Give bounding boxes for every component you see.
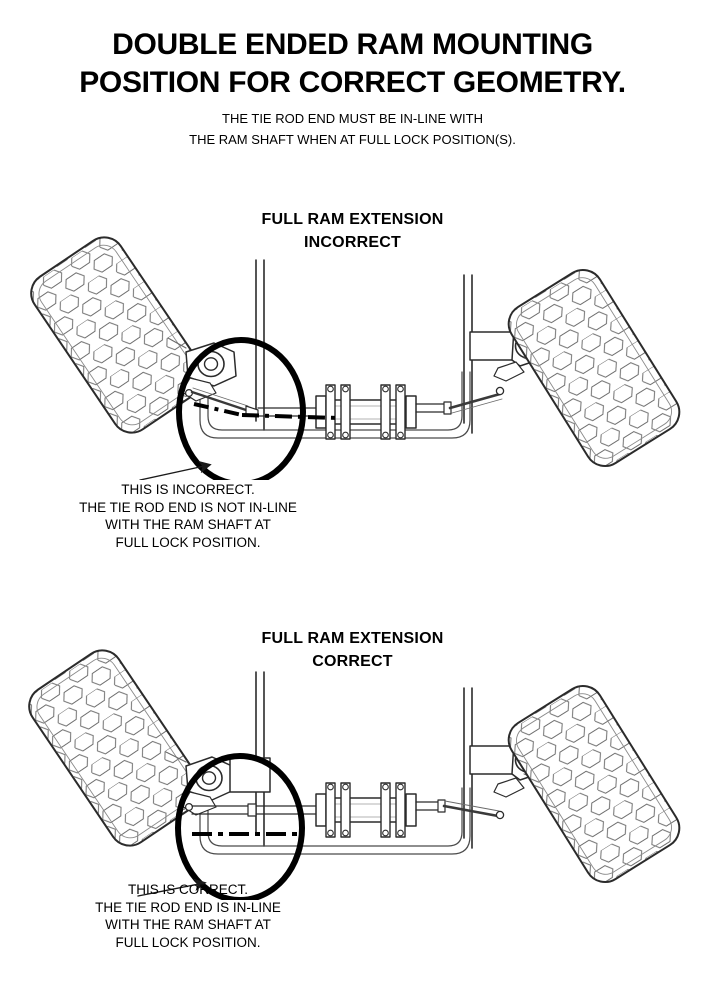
tie-rod-left <box>191 803 257 817</box>
caption-leader-arrow <box>137 878 207 897</box>
ram-clamp-1 <box>325 384 336 440</box>
tire-right <box>507 268 681 468</box>
diagram-incorrect <box>30 236 681 480</box>
caption-incorrect-line2: THE TIE ROD END IS NOT IN-LINE <box>79 499 297 515</box>
ram-shaft-right <box>415 401 452 415</box>
hydraulic-steering-ram <box>315 782 417 838</box>
ram-shaft-right <box>415 799 446 813</box>
section-incorrect-heading-line1: FULL RAM EXTENSION <box>261 211 444 228</box>
caption-correct-line3: WITH THE RAM SHAFT AT <box>105 917 271 932</box>
page-subtitle-line2: THE RAM SHAFT WHEN AT FULL LOCK POSITION… <box>189 132 516 147</box>
axle-beam <box>199 779 471 855</box>
ram-clamp-3 <box>380 384 391 440</box>
tire-left <box>30 236 206 434</box>
ram-clamp-4 <box>395 384 406 440</box>
ram-clamp-3 <box>380 782 391 838</box>
section-correct-heading-line2: CORRECT <box>312 653 393 670</box>
caption-correct-line1: THIS IS CORRECT. <box>127 882 248 897</box>
caption-incorrect-line4: FULL LOCK POSITION. <box>115 534 261 550</box>
ram-shaft-left <box>255 805 319 815</box>
caption-correct: THIS IS CORRECT. THE TIE ROD END IS IN-L… <box>28 881 348 951</box>
diagram-correct <box>28 649 681 900</box>
section-incorrect-heading-line2: INCORRECT <box>304 234 401 251</box>
centerline-incorrect <box>193 402 338 420</box>
detail-magnifier-circle <box>175 753 305 900</box>
detail-magnifier-circle <box>176 337 306 480</box>
hydraulic-steering-ram <box>315 384 417 440</box>
page-subtitle-line1: THE TIE ROD END MUST BE IN-LINE WITH <box>222 111 483 126</box>
page-title-line1: DOUBLE ENDED RAM MOUNTING <box>112 28 593 61</box>
caption-leader-arrow <box>139 460 212 480</box>
caption-correct-line4: FULL LOCK POSITION. <box>115 934 261 950</box>
tire-left <box>28 649 204 847</box>
ram-clamp-2 <box>340 384 351 440</box>
caption-incorrect-line1: THIS IS INCORRECT. <box>121 482 255 497</box>
tie-rod-right <box>448 386 505 414</box>
ram-clamp-1 <box>325 782 336 838</box>
tire-right <box>507 684 681 884</box>
tie-rod-right <box>442 800 505 820</box>
caption-incorrect-line3: WITH THE RAM SHAFT AT <box>105 517 271 532</box>
ram-clamp-4 <box>395 782 406 838</box>
page-title-line2: POSITION FOR CORRECT GEOMETRY. <box>79 66 626 99</box>
caption-correct-line2: THE TIE ROD END IS IN-LINE <box>95 899 281 915</box>
ram-clamp-2 <box>340 782 351 838</box>
section-correct-heading-line1: FULL RAM EXTENSION <box>261 630 444 647</box>
caption-incorrect: THIS IS INCORRECT. THE TIE ROD END IS NO… <box>28 481 348 551</box>
